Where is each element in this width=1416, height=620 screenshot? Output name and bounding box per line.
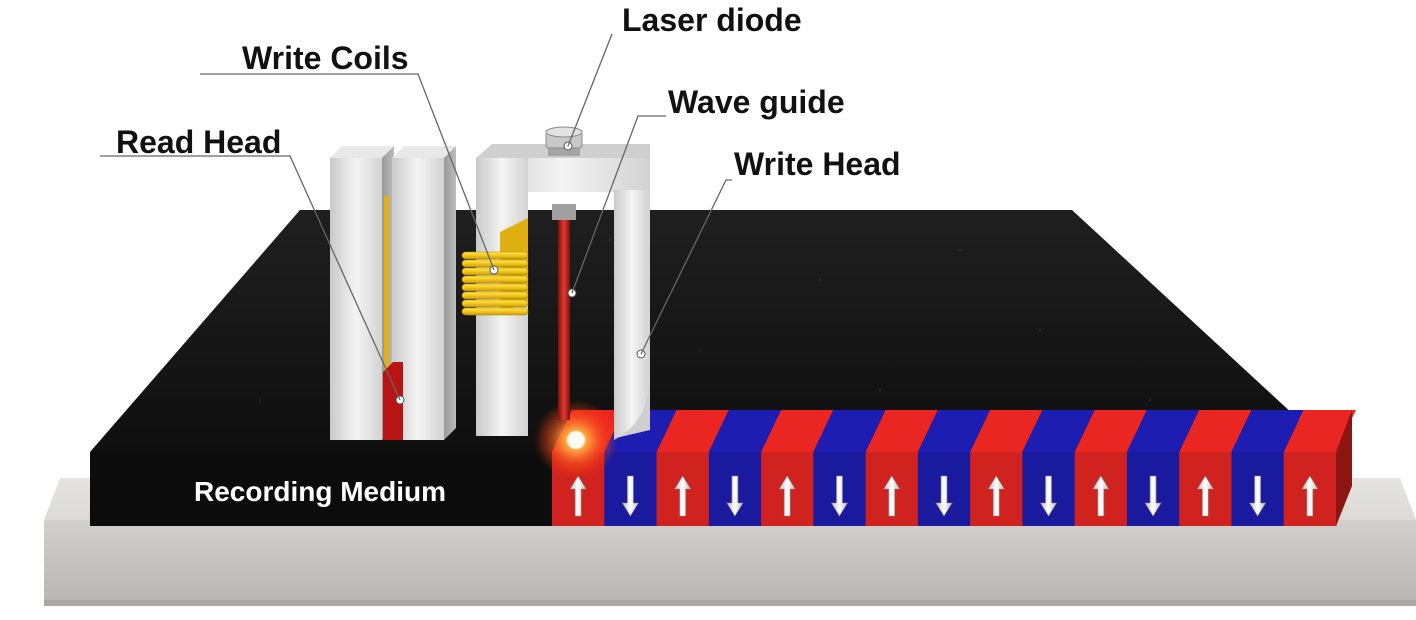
- laser-diode: [545, 126, 583, 156]
- read-head: [330, 146, 456, 440]
- magnetization-down-arrow: [935, 475, 953, 517]
- wave-guide: [552, 204, 577, 420]
- magnetization-down-arrow: [621, 475, 639, 517]
- magnetization-up-arrow: [778, 475, 796, 517]
- magnetic-domain-4: [708, 410, 782, 526]
- laser-spot: [534, 400, 618, 480]
- magnetic-domain-8: [917, 410, 991, 526]
- magnetization-up-arrow: [1092, 475, 1110, 517]
- magnetization-up-arrow: [569, 475, 587, 517]
- magnetization-down-arrow: [830, 475, 849, 517]
- label-write-head: Write Head: [734, 146, 901, 182]
- domain-strip-end-face: [1336, 410, 1352, 526]
- coil-winding: [461, 291, 529, 300]
- magnetization-up-arrow: [987, 475, 1005, 517]
- callout-leaders: [100, 33, 732, 401]
- magnetic-domain-13: [1179, 410, 1252, 526]
- label-laser-diode: Laser diode: [622, 2, 802, 38]
- magnetization-up-arrow: [674, 475, 692, 517]
- label-wave-guide: Wave guide: [668, 84, 845, 120]
- coil-winding: [461, 275, 529, 284]
- coil-winding: [461, 307, 529, 316]
- magnetic-domain-10: [1022, 410, 1095, 526]
- magnetic-domain-5: [761, 410, 834, 526]
- magnetic-domain-12: [1126, 410, 1200, 526]
- label-read-head: Read Head: [116, 124, 282, 160]
- read-sensor: [383, 362, 403, 440]
- coil-winding: [461, 299, 529, 308]
- magnetization-up-arrow: [883, 475, 901, 517]
- magnetic-domain-11: [1074, 410, 1147, 526]
- coil-winding: [461, 251, 529, 260]
- label-recording-medium: Recording Medium: [194, 476, 447, 507]
- label-write-coils: Write Coils: [242, 40, 409, 76]
- magnetic-domain-6: [813, 410, 886, 526]
- magnetization-down-arrow: [726, 475, 744, 517]
- magnetization-up-arrow: [1301, 475, 1319, 517]
- read-head-slab-right: [392, 146, 456, 440]
- magnetization-down-arrow: [1144, 475, 1162, 517]
- magnetization-up-arrow: [1196, 475, 1214, 517]
- magnetic-domain-7: [865, 410, 938, 526]
- read-sensor-wire: [384, 196, 389, 372]
- magnetic-domain-15: [1283, 410, 1356, 526]
- magnetic-domain-3: [656, 410, 729, 526]
- magnetic-domain-9: [970, 410, 1043, 526]
- magnetic-domain-strip: [552, 410, 1356, 526]
- write-coils: [461, 218, 529, 316]
- magnetization-down-arrow: [1249, 475, 1267, 517]
- magnetization-down-arrow: [1039, 475, 1058, 517]
- magnetic-domain-14: [1231, 410, 1304, 526]
- coil-winding: [461, 283, 529, 292]
